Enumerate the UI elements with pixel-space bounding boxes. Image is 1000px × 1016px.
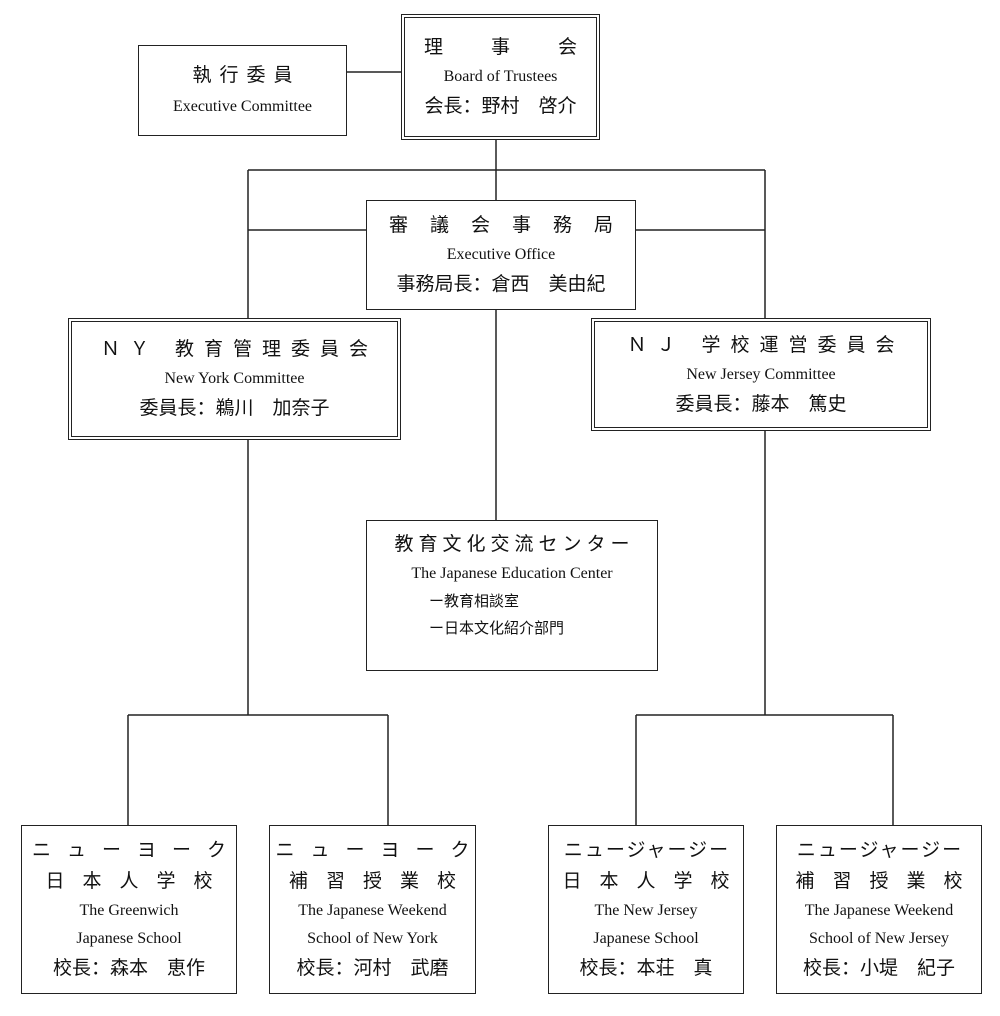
ny-committee-box: ＮＹ 教育管理委員会 New York Committee 委員長：鵜川 加奈子 [68,318,401,440]
board-chair: 会長：野村 啓介 [424,95,577,117]
board-en: Board of Trustees [443,68,558,85]
school-name-en-line2: School of New Jersey [809,930,949,947]
nj-committee-box: ＮＪ 学校運営委員会 New Jersey Committee 委員長：藤本 篤… [591,318,931,431]
school-name-en-line1: The Japanese Weekend [298,902,447,919]
education-center-box: 教育文化交流センター The Japanese Education Center… [366,520,658,671]
school-box-nj-japanese-school: ニュージャージー 日本人学校 The New Jersey Japanese S… [548,825,744,994]
executive-committee-en: Executive Committee [172,98,313,115]
school-name-jp-line2: 補習授業校 [795,870,981,892]
education-center-en: The Japanese Education Center [411,565,613,582]
school-principal: 校長：森本 恵作 [52,957,205,979]
school-name-jp-line2: 日本人学校 [45,870,231,892]
board-box: 理事会 Board of Trustees 会長：野村 啓介 [401,14,600,140]
school-name-en-line1: The Greenwich [79,902,179,919]
education-center-sub-consultation: ー教育相談室 [429,592,520,610]
school-name-en-line1: The New Jersey [594,902,698,919]
nj-committee-jp: ＮＪ 学校運営委員会 [627,333,905,356]
school-principal: 校長：河村 武磨 [296,957,449,979]
school-principal: 校長：本荘 真 [579,957,713,979]
school-box-ny-japanese-school: ニューヨーク 日本人学校 The Greenwich Japanese Scho… [21,825,237,994]
ny-committee-jp: ＮＹ 教育管理委員会 [100,338,379,360]
school-box-ny-weekend-school: ニューヨーク 補習授業校 The Japanese Weekend School… [269,825,476,994]
executive-office-box: 審議会事務局 Executive Office 事務局長：倉西 美由紀 [366,200,636,310]
education-center-jp: 教育文化交流センター [394,533,635,555]
school-name-en-line2: Japanese School [593,930,699,947]
nj-committee-head: 委員長：藤本 篤史 [675,392,847,415]
school-name-jp-line1: ニューヨーク [275,839,486,861]
nj-committee-en: New Jersey Committee [686,365,836,383]
school-name-jp-line2: 日本人学校 [562,870,748,892]
ny-committee-head: 委員長：鵜川 加奈子 [139,397,330,419]
executive-committee-jp: 執行委員 [192,64,301,86]
school-box-nj-weekend-school: ニュージャージー 補習授業校 The Japanese Weekend Scho… [776,825,982,994]
school-name-jp-line2: 補習授業校 [288,870,474,892]
ny-committee-en: New York Committee [164,370,305,387]
office-jp: 審議会事務局 [388,214,635,236]
board-jp: 理事会 [423,36,625,58]
school-name-en-line2: Japanese School [76,930,182,947]
school-principal: 校長：小堤 紀子 [802,957,955,979]
school-name-en-line2: School of New York [307,930,438,947]
school-name-jp-line1: ニューヨーク [31,839,242,861]
school-name-jp-line1: ニュージャージー [563,839,731,861]
executive-committee-box: 執行委員 Executive Committee [138,45,347,136]
office-head: 事務局長：倉西 美由紀 [396,273,606,295]
school-name-jp-line1: ニュージャージー [796,839,964,861]
school-name-en-line1: The Japanese Weekend [804,902,954,919]
office-en: Executive Office [446,246,556,263]
education-center-sub-culture: ー日本文化紹介部門 [429,619,565,637]
